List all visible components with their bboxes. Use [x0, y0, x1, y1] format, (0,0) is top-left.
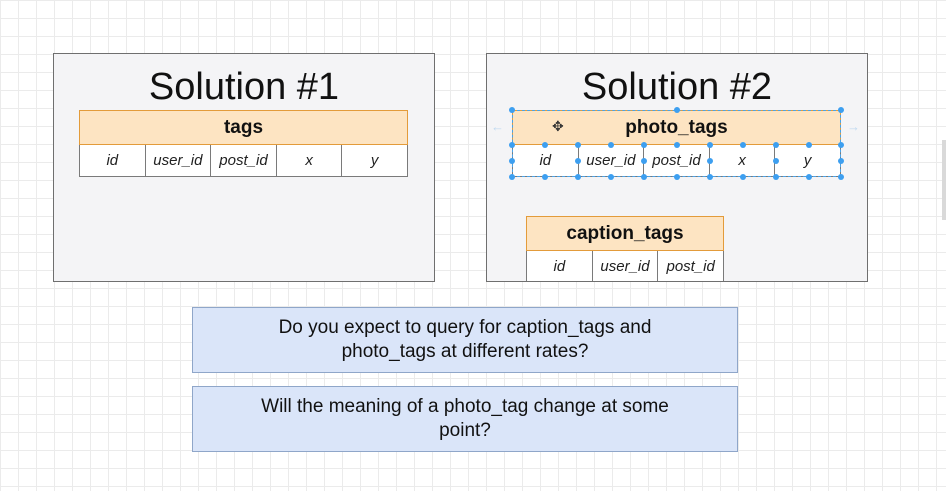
column-handle[interactable]: [674, 142, 680, 148]
column-x: x: [710, 145, 776, 176]
column-post-id: post_id: [211, 145, 277, 176]
column-handle[interactable]: [707, 142, 713, 148]
column-user-id: user_id: [579, 145, 645, 176]
column-handle[interactable]: [773, 174, 779, 180]
column-handle[interactable]: [542, 142, 548, 148]
resize-handle[interactable]: [674, 107, 680, 113]
column-handle[interactable]: [641, 142, 647, 148]
column-handle[interactable]: [542, 174, 548, 180]
column-handle[interactable]: [806, 142, 812, 148]
resize-handle[interactable]: [509, 107, 515, 113]
column-divider-handle[interactable]: [707, 158, 713, 164]
column-user-id: user_id: [146, 145, 212, 176]
question-2-text: Will the meaning of a photo_tag change a…: [261, 396, 669, 441]
column-handle[interactable]: [773, 142, 779, 148]
column-id: id: [527, 251, 593, 281]
resize-handle[interactable]: [838, 142, 844, 148]
column-post-id: post_id: [644, 145, 710, 176]
column-handle[interactable]: [740, 142, 746, 148]
column-handle[interactable]: [608, 142, 614, 148]
canvas-edge: [942, 140, 946, 220]
column-handle[interactable]: [806, 174, 812, 180]
question-1-text: Do you expect to query for caption_tags …: [278, 317, 652, 362]
resize-handle[interactable]: [838, 107, 844, 113]
tags-table-name: tags: [223, 117, 264, 138]
photo-tags-table-columns: id user_id post_id x y: [512, 145, 841, 177]
connect-left-arrow-icon[interactable]: ←: [491, 119, 504, 134]
column-handle[interactable]: [575, 174, 581, 180]
column-divider-handle[interactable]: [838, 158, 844, 164]
caption-tags-table-header[interactable]: caption_tags: [526, 216, 724, 251]
column-y: y: [370, 152, 379, 169]
column-divider-handle[interactable]: [509, 158, 515, 164]
column-x: x: [277, 145, 343, 176]
column-user-id: user_id: [593, 251, 659, 281]
caption-tags-table-name: caption_tags: [566, 223, 684, 244]
move-cursor-icon: ✥: [552, 118, 564, 134]
question-meaning-change: Will the meaning of a photo_tag change a…: [192, 386, 738, 452]
solution-1-title: Solution #1: [148, 66, 340, 108]
resize-handle[interactable]: [509, 174, 515, 180]
column-divider-handle[interactable]: [773, 158, 779, 164]
column-divider-handle[interactable]: [641, 158, 647, 164]
column-handle[interactable]: [575, 142, 581, 148]
resize-handle[interactable]: [509, 142, 515, 148]
caption-tags-table-columns: id user_id post_id: [526, 251, 724, 281]
column-handle[interactable]: [608, 174, 614, 180]
column-y: y: [803, 152, 812, 169]
column-id: id: [80, 145, 146, 176]
column-post-id: post_id: [666, 258, 715, 275]
column-handle[interactable]: [641, 174, 647, 180]
question-query-rates: Do you expect to query for caption_tags …: [192, 307, 738, 373]
column-handle[interactable]: [707, 174, 713, 180]
tags-table-columns: id user_id post_id x y: [79, 145, 408, 177]
tags-table-header[interactable]: tags: [79, 110, 408, 145]
solution-2-title: Solution #2: [581, 66, 773, 108]
connect-right-arrow-icon[interactable]: →: [847, 119, 860, 134]
photo-tags-table-header[interactable]: photo_tags: [512, 110, 841, 145]
column-id: id: [513, 145, 579, 176]
column-divider-handle[interactable]: [575, 158, 581, 164]
photo-tags-table-name: photo_tags: [625, 117, 728, 138]
resize-handle[interactable]: [838, 174, 844, 180]
column-handle[interactable]: [674, 174, 680, 180]
column-handle[interactable]: [740, 174, 746, 180]
